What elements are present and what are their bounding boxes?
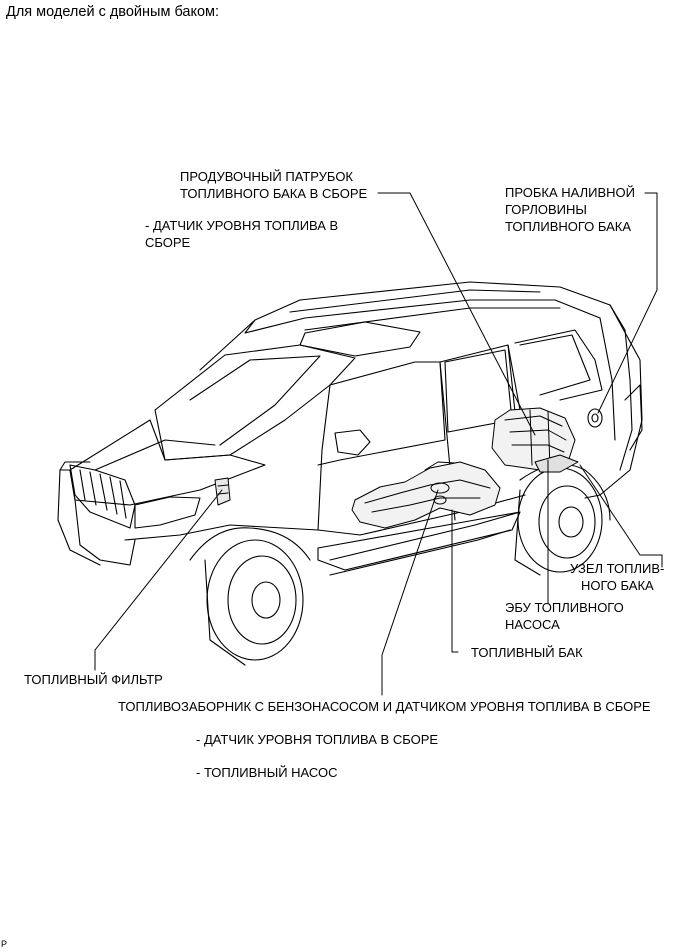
label-filler-cap-line3: ТОПЛИВНОГО БАКА — [505, 219, 632, 234]
label-purge-pipe-line1: ПРОДУВОЧНЫЙ ПАТРУБОК — [180, 169, 353, 184]
label-purge-pipe-line2: ТОПЛИВНОГО БАКА В СБОРЕ — [180, 186, 368, 201]
label-suction-pump: - ТОПЛИВНЫЙ НАСОС — [196, 765, 338, 780]
label-pump-ecu-line2: НАСОСА — [505, 617, 560, 632]
label-filler-cap-line1: ПРОБКА НАЛИВНОЙ — [505, 185, 635, 200]
label-suction-assembly: ТОПЛИВОЗАБОРНИК С БЕНЗОНАСОСОМ И ДАТЧИКО… — [118, 699, 651, 714]
figure-code: P — [1, 939, 8, 949]
label-suction-sensor: - ДАТЧИК УРОВНЯ ТОПЛИВА В СБОРЕ — [196, 732, 439, 747]
label-sub-tank-line1: УЗЕЛ ТОПЛИВ- — [570, 561, 665, 576]
page-title: Для моделей с двойным баком: — [6, 4, 220, 20]
vehicle-outline — [57, 281, 643, 666]
leader-lines — [94, 192, 663, 696]
label-purge-sensor-line2: СБОРЕ — [145, 235, 191, 250]
label-purge-sensor-line1: - ДАТЧИК УРОВНЯ ТОПЛИВА В — [145, 218, 339, 233]
label-fuel-filter: ТОПЛИВНЫЙ ФИЛЬТР — [24, 672, 163, 687]
label-sub-tank-line2: НОГО БАКА — [581, 578, 654, 593]
label-filler-cap-line2: ГОРЛОВИНЫ — [505, 202, 587, 217]
fuel-system-components — [214, 407, 579, 529]
label-fuel-tank: ТОПЛИВНЫЙ БАК — [471, 645, 583, 660]
label-pump-ecu-line1: ЭБУ ТОПЛИВНОГО — [505, 600, 624, 615]
